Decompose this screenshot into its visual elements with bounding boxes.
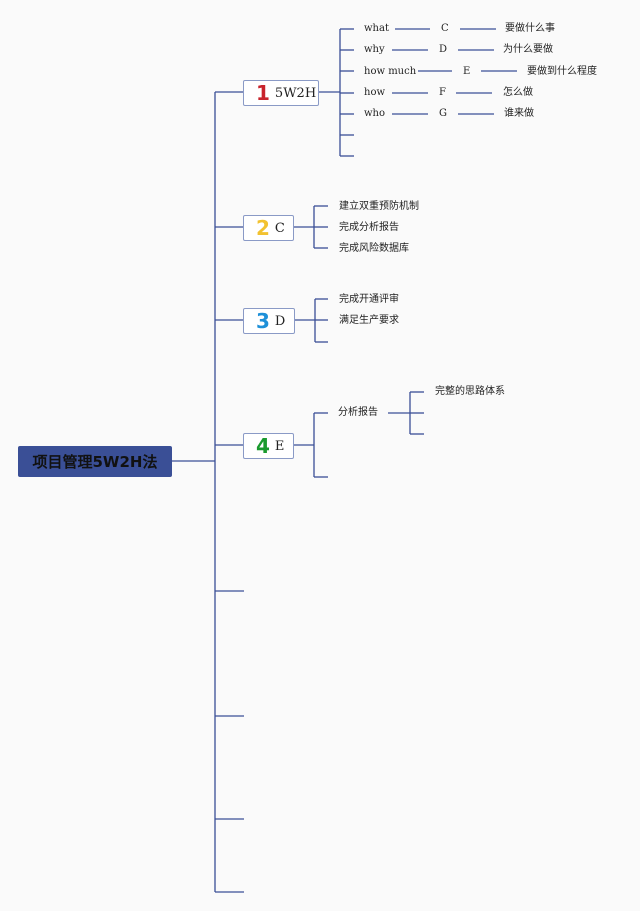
branch-label-1: 5W2H: [274, 85, 317, 101]
branch-node-3[interactable]: 3 D: [243, 308, 295, 334]
number-2-badge: 2: [256, 216, 270, 240]
w5h2-meaning: 怎么做: [503, 87, 533, 98]
w5h2-code: F: [439, 87, 446, 98]
number-1-badge: 1: [256, 81, 270, 105]
w5h2-term: what: [364, 23, 389, 34]
branch-label-3: D: [274, 313, 286, 329]
d-item: 完成开通评审: [339, 294, 399, 305]
c-item: 完成风险数据库: [339, 243, 409, 254]
w5h2-code: C: [441, 23, 449, 34]
number-3-badge: 3: [256, 309, 270, 333]
w5h2-term: who: [364, 108, 386, 119]
root-node[interactable]: 项目管理5W2H法: [18, 446, 172, 477]
branch-node-2[interactable]: 2 C: [243, 215, 294, 241]
w5h2-term: why: [364, 44, 385, 55]
c-item: 建立双重预防机制: [339, 201, 419, 212]
w5h2-meaning: 要做到什么程度: [527, 66, 597, 77]
c-item: 完成分析报告: [339, 222, 399, 233]
number-4-badge: 4: [256, 434, 270, 458]
e-item: 分析报告: [338, 407, 378, 418]
branch-label-4: E: [274, 438, 285, 454]
w5h2-term: how: [364, 87, 386, 98]
branch-node-4[interactable]: 4 E: [243, 433, 294, 459]
branch-label-2: C: [274, 220, 285, 236]
w5h2-meaning: 为什么要做: [503, 44, 553, 55]
w5h2-code: E: [463, 66, 471, 77]
e-sub-item: 完整的思路体系: [435, 386, 505, 397]
root-title: 项目管理5W2H法: [32, 453, 158, 471]
w5h2-code: G: [439, 108, 447, 119]
w5h2-term: how much: [364, 66, 417, 77]
w5h2-meaning: 谁来做: [504, 108, 534, 119]
w5h2-code: D: [439, 44, 448, 55]
d-item: 满足生产要求: [339, 315, 399, 326]
w5h2-meaning: 要做什么事: [505, 23, 555, 34]
branch-node-1[interactable]: 1 5W2H: [243, 80, 319, 106]
